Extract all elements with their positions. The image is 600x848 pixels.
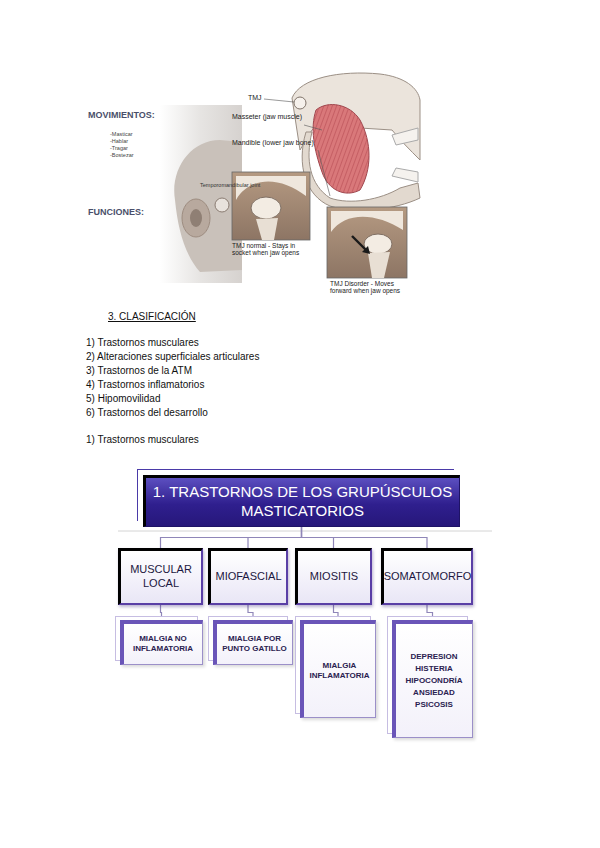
connector-line	[248, 605, 253, 616]
node-text: MIOSITIS	[310, 570, 358, 584]
leader-line	[264, 99, 294, 102]
figure-label: TMJ	[248, 94, 262, 102]
figure-label: MOVIMIENTOS:	[88, 110, 155, 120]
condyle-neck	[256, 218, 278, 240]
socket-bone	[331, 211, 403, 232]
connector-line	[248, 527, 302, 548]
list-text: 1) Trastornos musculares	[86, 434, 199, 446]
detail-box: MIALGIA INFLAMATORIA	[300, 620, 376, 718]
teeth	[392, 128, 418, 182]
figure-label: Temporomandibular joint	[200, 182, 260, 188]
category-box: MUSCULAR LOCAL	[118, 548, 203, 605]
leader-line	[304, 125, 322, 130]
node-text: MIALGIA POR PUNTO GATILLO	[222, 634, 287, 654]
node-text: PSICOSIS	[415, 700, 453, 710]
list-text: 4) Trastornos inflamatorios	[86, 379, 204, 391]
joint-spot	[215, 198, 229, 212]
node-text: SOMATOMORFO	[384, 570, 472, 584]
detail-box: MIALGIA POR PUNTO GATILLO	[213, 620, 293, 665]
condyle	[251, 197, 281, 219]
category-box: MIOFASCIAL	[208, 548, 288, 605]
node-text: MUSCULAR LOCAL	[126, 563, 196, 591]
list-text: 6) Trastornos del desarrollo	[86, 407, 208, 419]
inset-disorder	[327, 207, 407, 278]
ear	[182, 199, 210, 237]
connector-line	[302, 527, 428, 548]
figure-label: -Masticar	[110, 131, 133, 137]
figure-label: -Bostezar	[110, 152, 134, 158]
list-text: 1) Trastornos musculares	[86, 337, 199, 349]
connector-line	[334, 605, 339, 616]
detail-box: DEPRESION HISTERIA HIPOCONDRÍA ANSIEDAD PSIC…	[392, 620, 473, 738]
node-text: MIALGIA INFLAMATORIA	[309, 661, 370, 681]
connector-line	[161, 605, 162, 616]
list-text: 3) Trastornos de la ATM	[86, 365, 192, 377]
figure-label: Mandible (lower jaw bone)	[232, 139, 316, 147]
faded-photo	[160, 105, 242, 283]
node-text: HISTERIA	[415, 664, 452, 674]
figure-label: Masseter (jaw muscle)	[232, 113, 302, 121]
figure-label: -Tragar	[110, 145, 128, 151]
node-text: 1. TRASTORNOS DE LOS GRUPÚSCULOS MASTICA…	[151, 483, 454, 521]
masseter-muscle	[313, 105, 369, 194]
list-text: 3. CLASIFICACIÓN	[108, 311, 196, 323]
separator-rule	[118, 531, 492, 532]
node-text: HIPOCONDRÍA	[406, 676, 463, 686]
connector-line	[427, 605, 433, 616]
ear-canal	[190, 209, 202, 227]
node-text: ANSIEDAD	[413, 688, 455, 698]
figure-label: TMJ normal - Stays in socket when jaw op…	[232, 242, 312, 257]
detail-box: MIALGIA NO INFLAMATORIA	[120, 620, 203, 665]
connector-line	[161, 527, 302, 548]
category-box: MIOSITIS	[295, 548, 372, 605]
node-text: MIOFASCIAL	[215, 570, 281, 584]
figure-label: FUNCIONES:	[88, 207, 144, 217]
figure-label: -Hablar	[110, 138, 128, 144]
node-text: DEPRESION	[410, 652, 457, 662]
figure-label: TMJ Disorder - Moves forward when jaw op…	[330, 280, 414, 295]
list-text: 2) Alteraciones superficiales articulare…	[86, 351, 259, 363]
root-box: 1. TRASTORNOS DE LOS GRUPÚSCULOS MASTICA…	[143, 475, 460, 527]
node-text: MIALGIA NO INFLAMATORIA	[129, 634, 197, 654]
category-box: SOMATOMORFO	[381, 548, 473, 605]
tmj-joint	[294, 97, 306, 109]
condyle-neck	[368, 252, 390, 278]
list-text: 5) Hipomovilidad	[86, 393, 160, 405]
arrow-head	[362, 246, 370, 254]
leader-line	[318, 150, 330, 196]
motion-arrow	[352, 236, 366, 250]
